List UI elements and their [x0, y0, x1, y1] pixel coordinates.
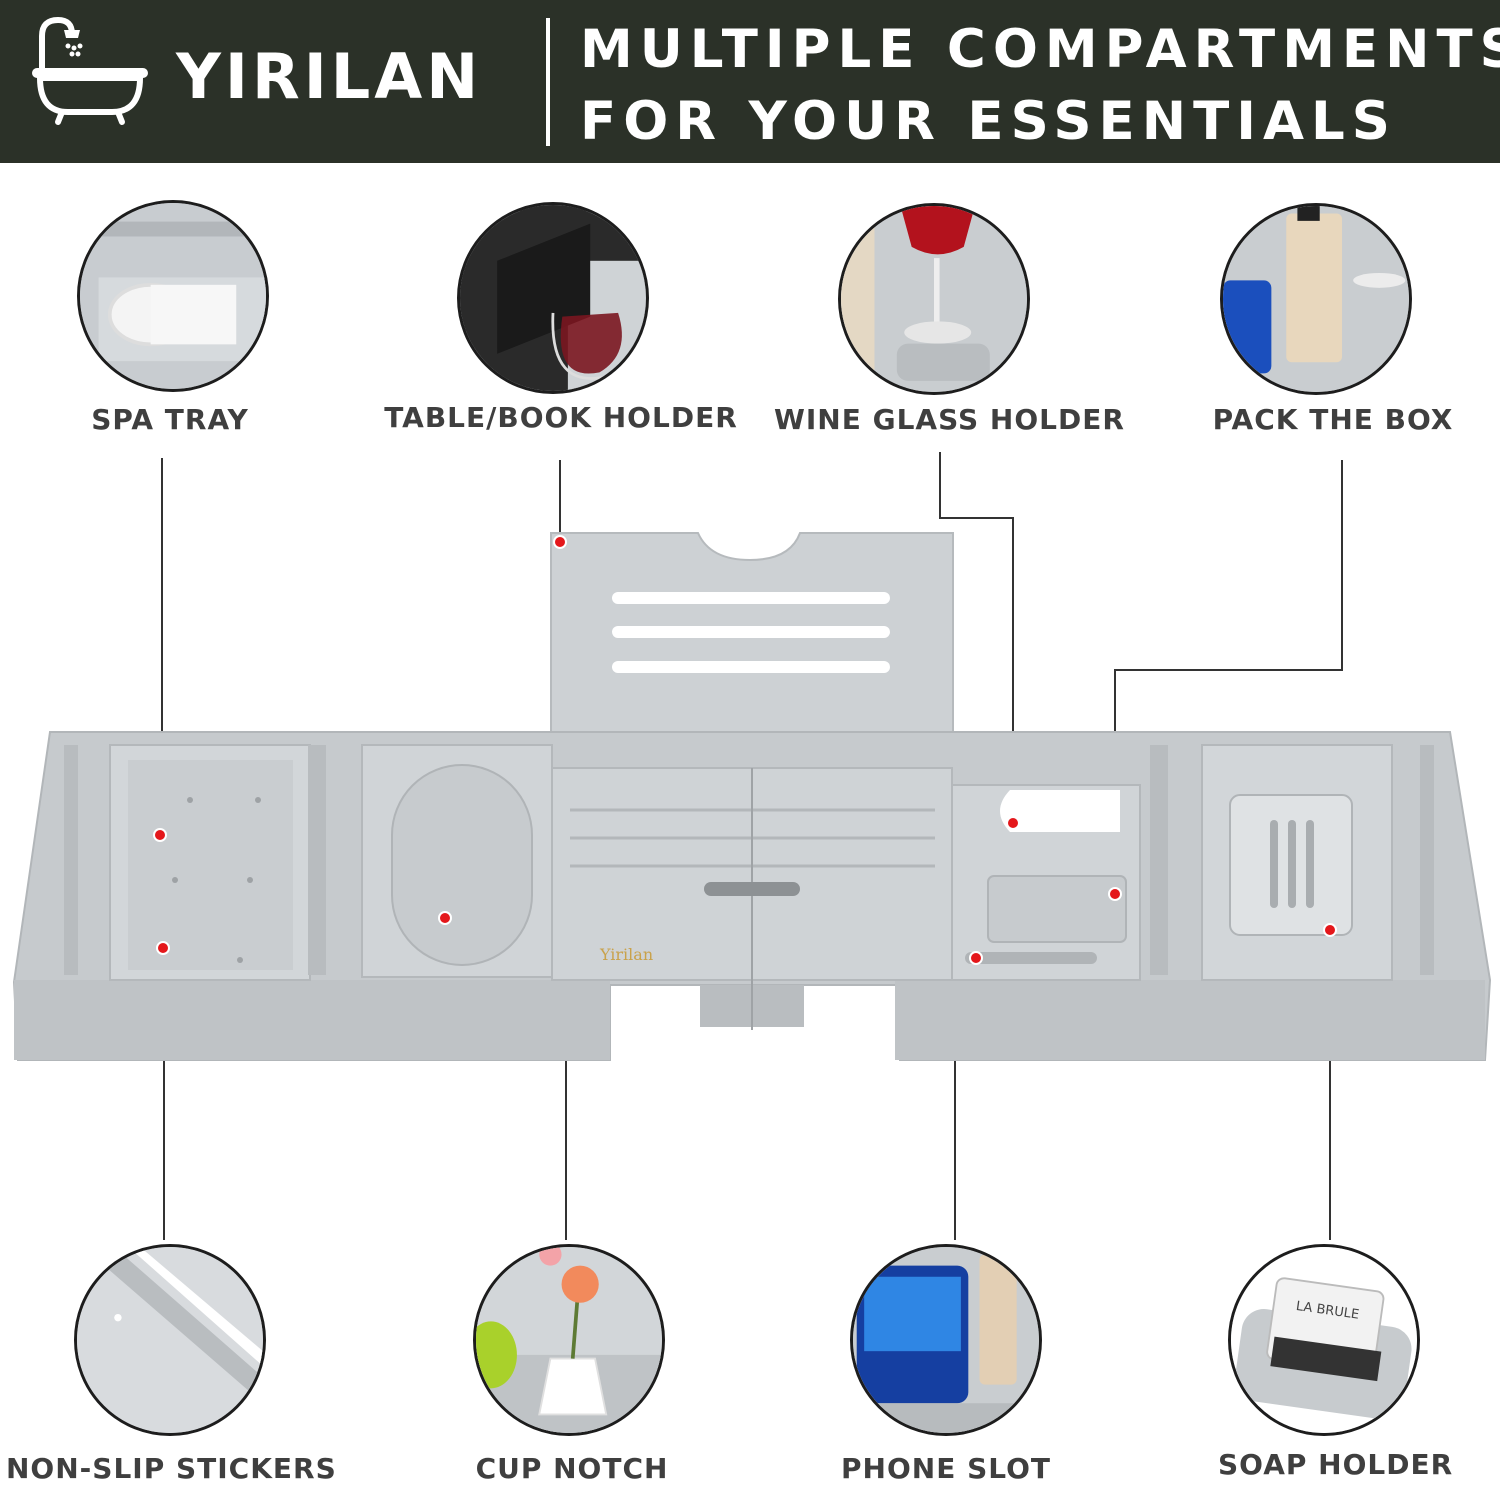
headline: MULTIPLE COMPARTMENTS FOR YOUR ESSENTIAL…: [580, 14, 1500, 158]
spa-tray-photo: [77, 200, 269, 392]
pack-the-box-photo: [1220, 203, 1412, 395]
cup-notch-photo: [473, 1244, 665, 1436]
callout-markers: [153, 535, 1337, 965]
vase-flower-icon: [476, 1247, 662, 1433]
label-book-holder: TABLE/BOOK HOLDER: [384, 401, 738, 434]
bottle-phone-icon: [1223, 206, 1409, 392]
headline-line-2: FOR YOUR ESSENTIALS: [580, 91, 1397, 152]
rolled-towel-icon: [80, 203, 266, 389]
label-wine-glass-holder: WINE GLASS HOLDER: [774, 403, 1125, 436]
label-non-slip-stickers: NON-SLIP STICKERS: [6, 1452, 337, 1485]
bathtub-shower-icon: [32, 16, 148, 125]
soap-holder-photo: LA BRULE: [1228, 1244, 1420, 1436]
label-phone-slot: PHONE SLOT: [841, 1452, 1051, 1485]
corner-sticker-icon: [77, 1247, 263, 1433]
label-pack-the-box: PACK THE BOX: [1212, 403, 1454, 436]
header-banner: YIRILAN MULTIPLE COMPARTMENTS FOR YOUR E…: [0, 0, 1500, 163]
phone-slot-photo: [850, 1244, 1042, 1436]
label-cup-notch: CUP NOTCH: [475, 1452, 669, 1485]
engraving: Yirilan: [599, 945, 653, 964]
non-slip-stickers-photo: [74, 1244, 266, 1436]
label-soap-holder: SOAP HOLDER: [1218, 1448, 1454, 1481]
brand-name: YIRILAN: [176, 40, 483, 113]
headline-line-1: MULTIPLE COMPARTMENTS: [580, 19, 1500, 80]
soap-icon: LA BRULE: [1231, 1247, 1417, 1433]
wine-glass-photo: [838, 203, 1030, 395]
book-holder-photo: [457, 202, 649, 394]
book-stand: [550, 532, 954, 771]
header-divider: [546, 18, 550, 146]
phone-icon: [853, 1247, 1039, 1433]
wine-glass-icon: [841, 206, 1027, 392]
label-spa-tray: SPA TRAY: [91, 403, 249, 436]
book-wine-icon: [460, 205, 646, 391]
